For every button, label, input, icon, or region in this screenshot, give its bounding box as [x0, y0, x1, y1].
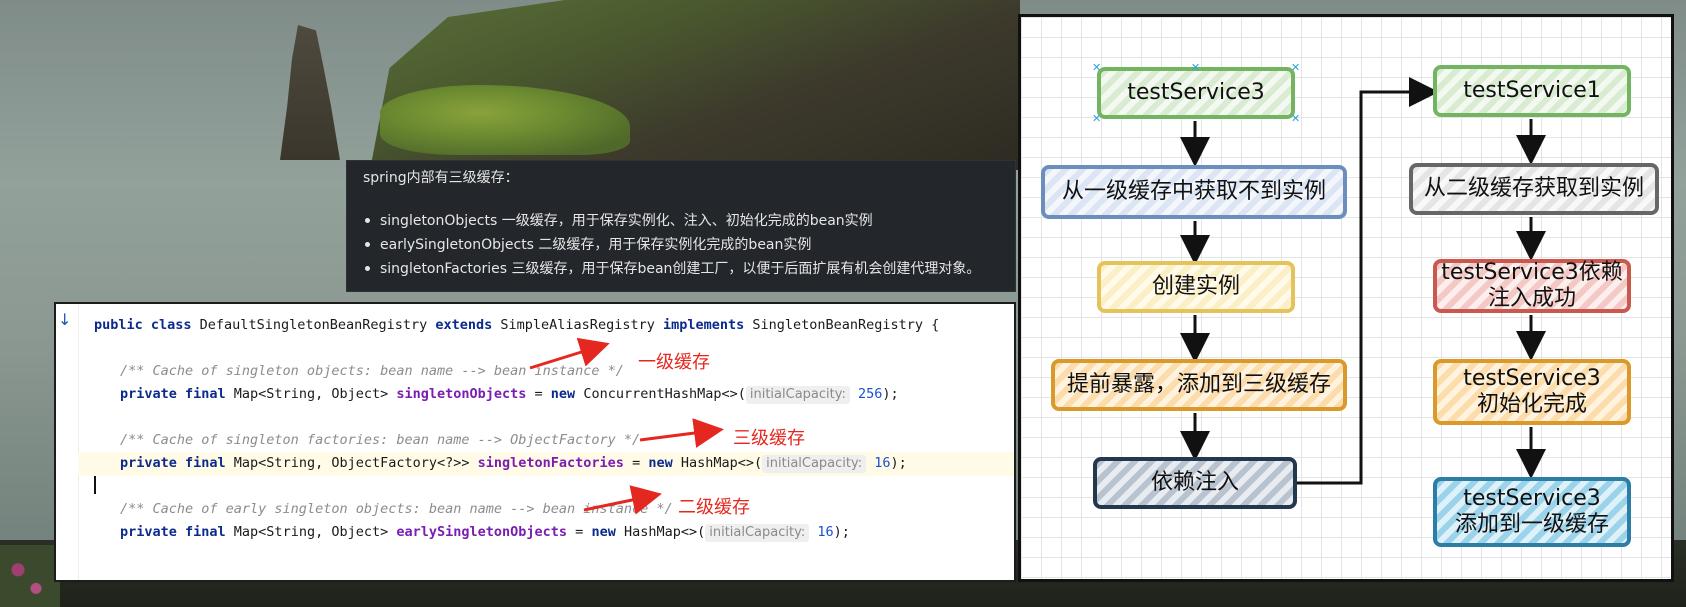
comment-line[interactable]: /** Cache of singleton factories: bean n… — [120, 432, 641, 448]
arrow-level1 — [529, 337, 610, 370]
flowchart-canvas[interactable]: testService3 ✕ ✕ ✕ ✕ ✕ 从一级缓存中获取不到实例 创建实例… — [1018, 14, 1674, 582]
flow-node-create-instance[interactable]: 创建实例 — [1097, 261, 1295, 313]
flow-node-injection-success[interactable]: testService3依赖 注入成功 — [1433, 259, 1631, 313]
comment-line[interactable]: /** Cache of early singleton objects: be… — [120, 501, 673, 517]
selection-handle-icon[interactable]: ✕ — [1191, 61, 1201, 74]
flow-node-add-to-l1[interactable]: testService3 添加到一级缓存 — [1433, 477, 1631, 547]
parameter-hint: initialCapacity: — [762, 455, 867, 473]
field-earlySingletonObjects-line[interactable]: private final Map<String, Object> earlyS… — [120, 524, 850, 542]
list-item: earlySingletonObjects 二级缓存，用于保存实例化完成的bea… — [363, 233, 980, 257]
code-editor[interactable]: ↓ public class DefaultSingletonBeanRegis… — [54, 302, 1016, 582]
selection-handle-icon[interactable]: ✕ — [1092, 112, 1102, 125]
annotation-level1-cache: 一级缓存 — [638, 352, 710, 373]
flow-node-init-complete[interactable]: testService3 初始化完成 — [1433, 359, 1631, 425]
cache-list: singletonObjects 一级缓存，用于保存实例化、注入、初始化完成的b… — [363, 209, 980, 281]
flow-node-dependency-injection[interactable]: 依赖注入 — [1093, 457, 1297, 509]
flow-node-expose-to-l3[interactable]: 提前暴露，添加到三级缓存 — [1051, 359, 1347, 411]
flow-node-get-from-l1[interactable]: 从一级缓存中获取不到实例 — [1041, 165, 1347, 219]
list-item: singletonFactories 三级缓存，用于保存bean创建工厂，以便于… — [363, 257, 980, 281]
arrow-to-testService1 — [1297, 77, 1439, 485]
selection-handle-icon[interactable]: ✕ — [1092, 61, 1102, 74]
field-singletonFactories-line[interactable]: private final Map<String, ObjectFactory<… — [120, 455, 907, 473]
popup-title: spring内部有三级缓存： — [363, 170, 519, 186]
flow-node-testService1[interactable]: testService1 — [1433, 65, 1631, 117]
class-declaration-line[interactable]: public class DefaultSingletonBeanRegistr… — [94, 317, 940, 333]
annotation-level3-cache: 三级缓存 — [733, 428, 805, 449]
field-singletonObjects-line[interactable]: private final Map<String, Object> single… — [120, 386, 899, 404]
bullet-icon — [365, 265, 370, 271]
flowchart-connectors — [1180, 77, 1546, 485]
arrow-level2 — [583, 485, 662, 515]
flowers — [0, 545, 60, 607]
parameter-hint: initialCapacity: — [705, 524, 810, 542]
implementation-arrow-icon[interactable]: ↓ — [58, 310, 72, 329]
list-item: singletonObjects 一级缓存，用于保存实例化、注入、初始化完成的b… — [363, 209, 980, 233]
comment-line[interactable]: /** Cache of singleton objects: bean nam… — [120, 363, 624, 379]
flow-node-get-from-l2[interactable]: 从二级缓存获取到实例 — [1409, 163, 1659, 215]
bullet-icon — [365, 241, 370, 247]
flow-node-testService3[interactable]: testService3 — [1097, 67, 1295, 119]
editor-gutter: ↓ — [56, 304, 79, 580]
cache-explanation-popup: spring内部有三级缓存： singletonObjects 一级缓存，用于保… — [346, 160, 1016, 292]
text-cursor — [94, 476, 96, 494]
arrow-level3 — [639, 418, 724, 448]
parameter-hint: initialCapacity: — [745, 386, 850, 404]
selection-handle-icon[interactable]: ✕ — [1291, 61, 1301, 74]
bullet-icon — [365, 217, 370, 223]
annotation-level2-cache: 二级缓存 — [678, 497, 750, 518]
selection-handle-icon[interactable]: ✕ — [1291, 112, 1301, 125]
